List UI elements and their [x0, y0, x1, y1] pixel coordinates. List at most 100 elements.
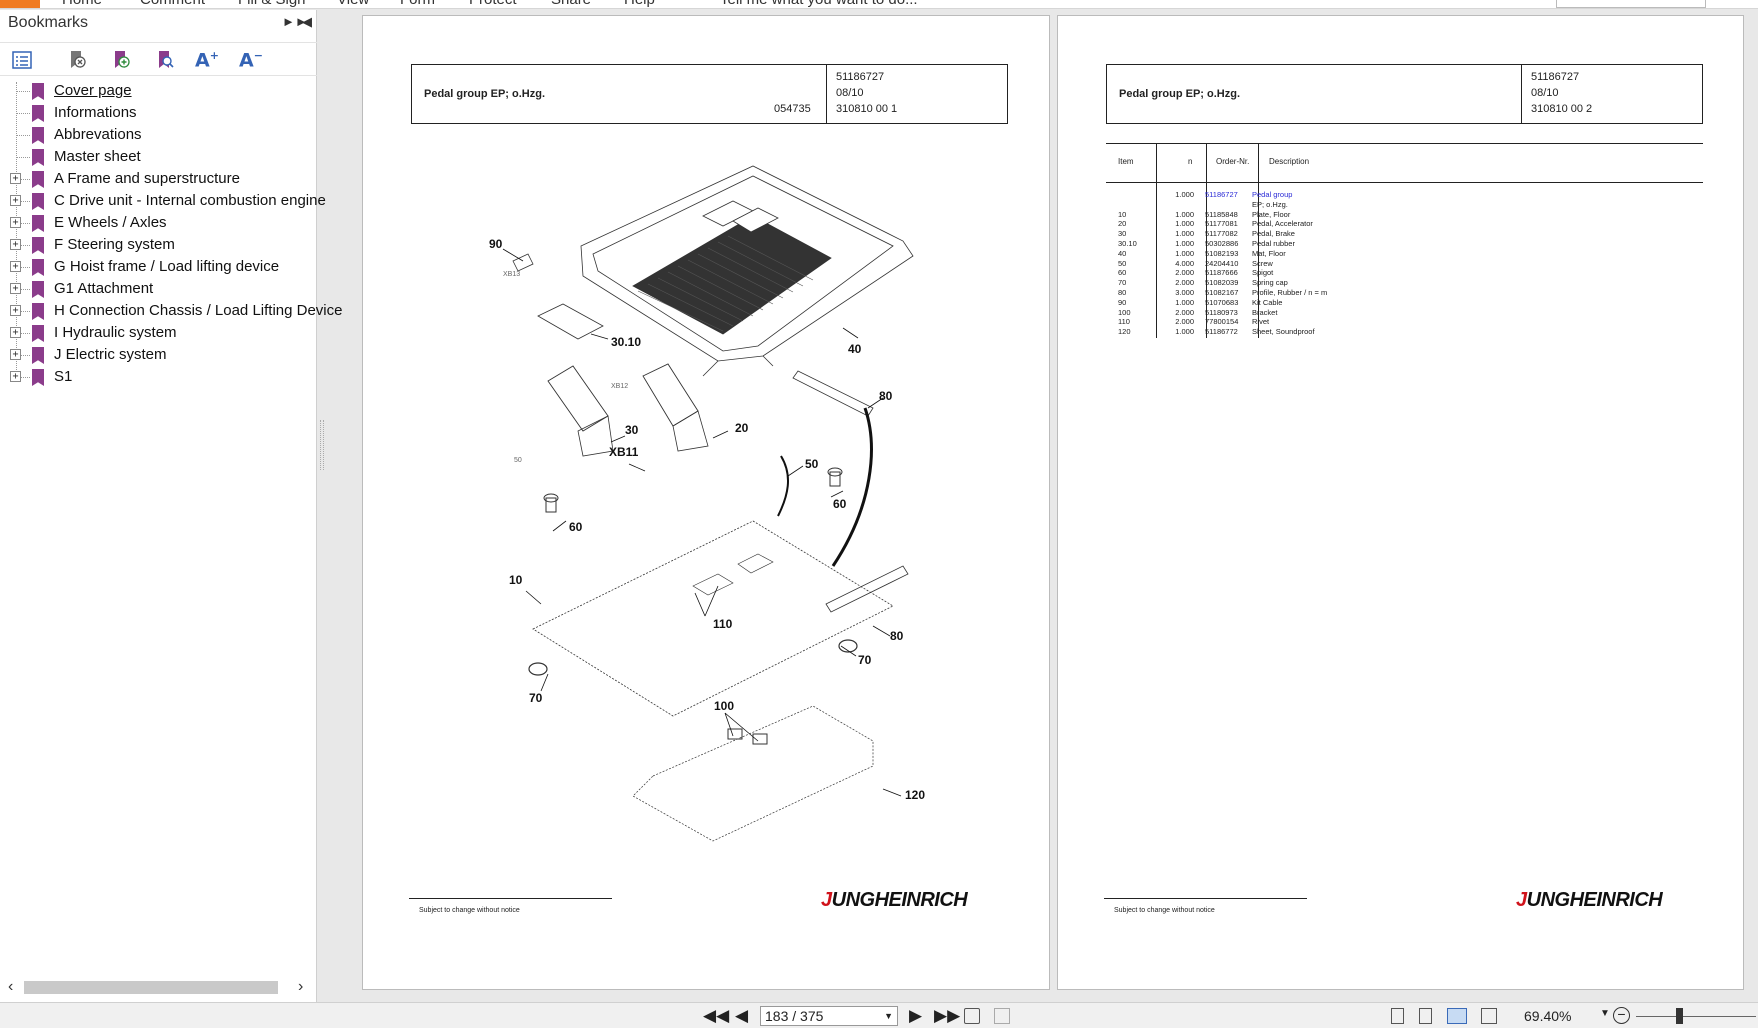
bookmark-j-electric[interactable]: + J Electric system	[0, 344, 317, 366]
cell-item: 110	[1118, 317, 1130, 327]
zoom-dropdown-icon[interactable]: ▼	[1600, 1008, 1610, 1019]
footer-rule	[1104, 898, 1307, 899]
expand-plus-icon[interactable]: +	[10, 217, 21, 228]
bookmark-f-steering[interactable]: +F Steering system	[0, 234, 317, 256]
zoom-slider[interactable]	[1636, 1016, 1756, 1017]
cell-description: Pedal, Brake	[1252, 229, 1295, 239]
tab-fill-sign[interactable]: Fill & Sign	[238, 0, 306, 8]
font-increase-button[interactable]: A+	[194, 49, 220, 71]
exploded-parts-diagram: 90 XB13 30.10 40 80 XB12 20 30 50 XB11 5…	[489, 165, 925, 842]
column-divider	[1206, 143, 1207, 338]
chevron-down-icon[interactable]: ▼	[884, 1011, 893, 1021]
cell-description: Pedal rubber	[1252, 239, 1295, 248]
bookmark-e-wheels[interactable]: +E Wheels / Axles	[0, 212, 317, 234]
bookmark-g1-attachment[interactable]: +G1 Attachment	[0, 278, 317, 300]
expand-plus-icon[interactable]: +	[10, 327, 21, 338]
panel-splitter[interactable]	[320, 420, 324, 470]
bookmark-i-hydraulic[interactable]: +I Hydraulic system	[0, 322, 317, 344]
callout-90: 90	[489, 237, 503, 251]
next-page-icon[interactable]: ▶	[909, 1006, 923, 1025]
continuous-facing-icon[interactable]	[1481, 1008, 1497, 1024]
scroll-right-icon[interactable]: ›	[298, 978, 304, 995]
cell-item: 90	[1118, 297, 1127, 307]
delete-bookmark-button[interactable]	[64, 49, 90, 71]
scrollbar-thumb[interactable]	[24, 981, 278, 994]
callout-100: 100	[714, 699, 734, 713]
drawing-number: 054735	[774, 103, 811, 115]
cell-description: Pedal, Accelerator	[1252, 219, 1313, 229]
file-tab[interactable]	[0, 0, 40, 8]
font-increase-icon: A+	[195, 48, 219, 72]
cell-description: EP; o.Hzg.	[1252, 199, 1288, 209]
expand-plus-icon[interactable]: +	[10, 305, 21, 316]
single-page-icon[interactable]	[1391, 1008, 1404, 1024]
continuous-page-icon[interactable]	[1419, 1008, 1432, 1024]
zoom-out-icon[interactable]: −	[1613, 1007, 1630, 1024]
bookmark-s1[interactable]: +S1	[0, 366, 317, 388]
last-page-icon[interactable]: ▶▶	[934, 1006, 961, 1025]
facing-pages-icon[interactable]	[1447, 1008, 1467, 1024]
zoom-level[interactable]: 69.40%	[1524, 1008, 1572, 1024]
bookmark-cover-page[interactable]: Cover page	[0, 80, 317, 102]
bookmark-c-drive-unit[interactable]: +C Drive unit - Internal combustion engi…	[0, 190, 326, 212]
expand-plus-icon[interactable]: +	[10, 261, 21, 272]
tab-share[interactable]: Share	[551, 0, 591, 8]
header-divider	[826, 65, 827, 123]
footer-rule	[409, 898, 612, 899]
tab-help[interactable]: Help	[624, 0, 655, 8]
bookmark-delete-icon	[71, 51, 86, 68]
expand-plus-icon[interactable]: +	[10, 349, 21, 360]
expand-plus-icon[interactable]: +	[10, 239, 21, 250]
find-input[interactable]	[1556, 0, 1706, 8]
status-bar: ◀◀ ◀ 183 / 375 ▼ ▶ ▶▶ 69.40% ▼ −	[0, 1002, 1758, 1028]
cell-order-number: 51185848	[1205, 209, 1238, 219]
expand-plus-icon[interactable]: +	[10, 195, 21, 206]
ribbon: Home Comment Fill & Sign View Form Prote…	[0, 0, 1758, 9]
cell-order-number: 51180973	[1205, 307, 1238, 317]
bookmark-label: J Electric system	[54, 346, 167, 363]
expand-plus-icon[interactable]: +	[10, 173, 21, 184]
bookmark-informations[interactable]: Informations	[0, 102, 317, 124]
expand-plus-icon[interactable]: +	[10, 283, 21, 294]
page-number-input[interactable]: 183 / 375 ▼	[760, 1006, 898, 1026]
bookmark-label: Master sheet	[54, 148, 141, 165]
connector-label: XB12	[611, 383, 628, 390]
bookmark-h-connection[interactable]: +H Connection Chassis / Load Lifting Dev…	[0, 300, 343, 322]
add-bookmark-button[interactable]	[108, 49, 134, 71]
bookmark-a-frame[interactable]: +A Frame and superstructure	[0, 168, 317, 190]
tab-comment[interactable]: Comment	[140, 0, 205, 8]
tell-me-box[interactable]: Tell me what you want to do...	[720, 0, 918, 8]
tab-protect[interactable]: Protect	[469, 0, 517, 8]
next-view-icon[interactable]	[994, 1008, 1010, 1024]
cell-item: 60	[1118, 268, 1127, 278]
bookmark-options-button[interactable]	[9, 49, 35, 71]
font-decrease-button[interactable]: A−	[238, 49, 264, 71]
cell-quantity: 1.000	[1175, 327, 1194, 337]
cell-description: Mat, Floor	[1252, 248, 1286, 258]
find-bookmark-button[interactable]	[152, 49, 178, 71]
cell-item: 40	[1118, 248, 1127, 258]
bookmark-abbrevations[interactable]: Abbrevations	[0, 124, 317, 146]
previous-page-icon[interactable]: ◀	[735, 1006, 749, 1025]
scroll-left-icon[interactable]: ‹	[8, 978, 14, 995]
horizontal-scrollbar[interactable]: ‹ ›	[0, 976, 317, 998]
expand-plus-icon[interactable]: +	[10, 371, 21, 382]
zoom-slider-thumb[interactable]	[1676, 1008, 1683, 1024]
tab-form[interactable]: Form	[400, 0, 435, 8]
cell-quantity: 3.000	[1175, 288, 1194, 297]
cell-item: 20	[1118, 219, 1127, 229]
cell-description: Plate, Floor	[1252, 209, 1291, 219]
bookmark-g-hoist-frame[interactable]: +G Hoist frame / Load lifting device	[0, 256, 317, 278]
expand-panel-icon[interactable]: ►►	[282, 14, 308, 29]
first-page-icon[interactable]: ◀◀	[703, 1006, 730, 1025]
bookmark-master-sheet[interactable]: Master sheet	[0, 146, 317, 168]
collapse-panel-icon[interactable]: ◀	[302, 14, 312, 29]
previous-view-icon[interactable]	[964, 1008, 980, 1024]
page-header-box: Pedal group EP; o.Hzg. 51186727 08/10 31…	[1106, 64, 1703, 124]
tab-view[interactable]: View	[337, 0, 369, 8]
cell-order-number: 51082167	[1205, 288, 1239, 297]
tab-home[interactable]: Home	[62, 0, 102, 8]
